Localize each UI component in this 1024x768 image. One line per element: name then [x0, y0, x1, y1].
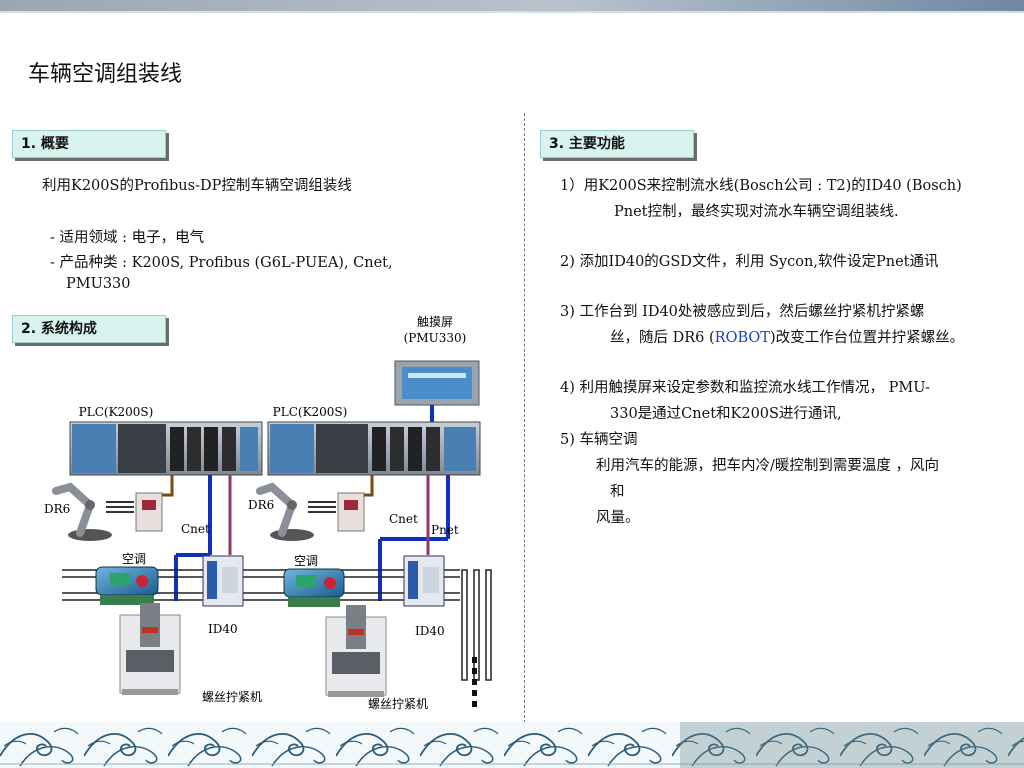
function-5-line1: 5) 车辆空调 — [560, 432, 638, 448]
product-text-line2: PMU330 — [66, 276, 131, 292]
cnet-b-label: Cnet — [389, 512, 418, 526]
screw-machine-b — [325, 605, 387, 697]
overview-text: 利用K200S的Profibus-DP控制车辆空调组装线 — [42, 178, 352, 194]
function-5-line3: 和 — [610, 484, 625, 500]
section-system-header: 2. 系统构成 — [12, 315, 166, 343]
touch-screen-label-1: 触摸屏 — [417, 315, 453, 329]
touch-screen-label-2: (PMU330) — [404, 331, 467, 345]
section-overview-header: 1. 概要 — [12, 130, 166, 158]
screw-machine-b-label: 螺丝拧紧机 — [368, 697, 428, 711]
screw-machine-a — [119, 603, 181, 695]
cnet-a-label: Cnet — [181, 522, 210, 536]
function-5-line2: 利用汽车的能源，把车内冷/暖控制到需要温度 ，风向 — [596, 458, 939, 474]
robot-controller-b — [308, 492, 365, 532]
id40-a-label: ID40 — [208, 622, 238, 636]
dr6-a-label: DR6 — [44, 502, 70, 516]
robot-highlight: ROBOT — [714, 330, 770, 346]
robot-b — [256, 482, 314, 541]
function-3-line2: 丝，随后 DR6 (ROBOT)改变工作台位置并拧紧螺丝。 — [610, 326, 964, 347]
ac-unit-b — [283, 568, 345, 607]
field-text: - 适用领域 : 电子，电气 — [50, 230, 205, 246]
wave-footer-decoration — [0, 722, 1024, 768]
ac-b-label: 空调 — [294, 554, 318, 568]
ac-unit-a — [95, 566, 159, 605]
plc-a-device — [69, 421, 263, 476]
conveyor-end-rails — [461, 569, 492, 681]
function-5-line4: 风量。 — [596, 510, 640, 526]
system-diagram: 触摸屏 (PMU330) PLC(K200S) PLC(K200S) DR6 — [44, 315, 492, 711]
plc-b-device — [267, 421, 481, 476]
id40-device-b — [403, 555, 445, 607]
plc-a-label: PLC(K200S) — [79, 405, 154, 419]
id40-b-label: ID40 — [415, 624, 445, 638]
screw-machine-a-label: 螺丝拧紧机 — [202, 690, 262, 704]
dr6-b-label: DR6 — [248, 498, 274, 512]
function-3-text-a: 丝，随后 DR6 ( — [610, 330, 715, 346]
top-rule — [0, 11, 1024, 13]
section-functions-header: 3. 主要功能 — [540, 130, 694, 158]
column-divider — [524, 113, 525, 723]
touch-screen-device — [394, 360, 480, 406]
product-text-line1: - 产品种类 : K200S, Profibus (G6L-PUEA), Cne… — [50, 255, 393, 271]
pnet-label: Pnet — [431, 523, 459, 537]
plc-b-label: PLC(K200S) — [273, 405, 348, 419]
function-1-line1: 1）用K200S来控制流水线(Bosch公司 : T2)的ID40 (Bosch… — [560, 178, 962, 194]
id40-device-a — [202, 555, 244, 607]
continuation-dots — [472, 657, 477, 707]
robot-controller-a — [106, 492, 163, 532]
function-4-line2: 330是通过Cnet和K200S进行通讯, — [610, 406, 842, 422]
robot-a — [52, 482, 112, 541]
function-3-line1: 3) 工作台到 ID40处被感应到后，然后螺丝拧紧机拧紧螺 — [560, 304, 925, 320]
slide-title: 车辆空调组装线 — [28, 62, 183, 87]
function-2: 2) 添加ID40的GSD文件，利用 Sycon,软件设定Pnet通讯 — [560, 254, 939, 270]
function-3-text-c: )改变工作台位置并拧紧螺丝。 — [769, 330, 965, 346]
function-1-line2: Pnet控制，最终实现对流水车辆空调组装线. — [614, 204, 899, 220]
function-4-line1: 4) 利用触摸屏来设定参数和监控流水线工作情况， PMU- — [560, 380, 931, 396]
ac-a-label: 空调 — [122, 552, 146, 566]
top-band — [0, 0, 1024, 11]
